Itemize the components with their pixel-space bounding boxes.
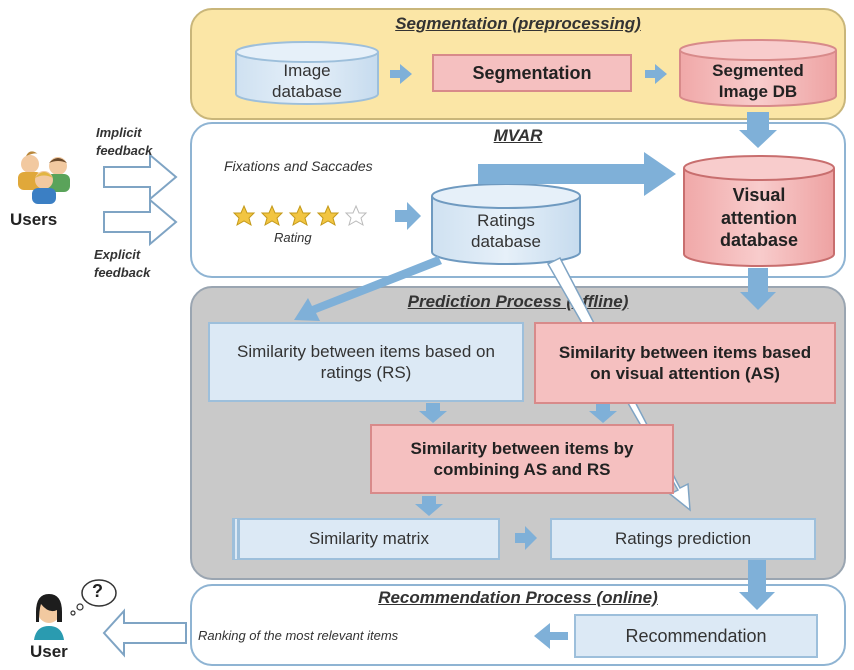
rating-stars-icon [232,204,368,227]
users-icon [18,151,70,204]
similarity-combine-box: Similarity between items by combining AS… [370,424,674,494]
similarity-matrix-box: Similarity matrix [232,518,500,560]
segmentation-box: Segmentation [432,54,632,92]
segmented-db-label: Segmented Image DB [712,60,804,101]
similarity-as-box: Similarity between items based on visual… [534,322,836,404]
arrow-segdb-to-visual [739,112,777,148]
ranking-label: Ranking of the most relevant items [198,628,399,643]
ratings-database-cylinder [431,183,581,265]
arrow-implicit-feedback [103,152,178,202]
arrow-recommendation-to-ranking [534,623,568,649]
mvar-title: MVAR [493,126,543,145]
recommendation-box: Recommendation [574,614,818,658]
image-database-cylinder [235,41,379,105]
arrow-combine-to-matrix [415,496,443,516]
visual-attention-label: Visual attention database [719,185,799,251]
rating-label: Rating [274,230,312,245]
recommendation-title: Recommendation Process (online) [378,588,658,607]
image-database-label: Image database [272,60,342,101]
arrow-prediction-to-recommendation [739,560,775,610]
explicit-feedback-label: Explicit feedback [94,247,151,280]
question-bubble-icon [70,579,117,616]
arrow-to-user [102,608,187,658]
fixations-label: Fixations and Saccades [224,158,373,174]
arrow-fixations [478,152,676,196]
arrow-rating-to-db [395,202,421,230]
arrow-image-to-seg [390,64,412,84]
arrow-ratings-to-rs [294,256,442,321]
question-mark: ? [92,581,103,601]
ratings-db-label: Ratings database [471,210,541,251]
arrow-matrix-to-prediction [515,526,537,550]
user-icon [34,594,64,640]
arrow-visual-to-as [740,268,776,310]
ratings-prediction-box: Ratings prediction [550,518,816,560]
users-label: Users [10,210,58,229]
user-label: User [30,642,68,661]
visual-attention-cylinder [683,155,835,267]
arrow-as-to-combine [589,403,617,423]
arrow-rs-to-combine [419,403,447,423]
segmentation-title: Segmentation (preprocessing) [395,14,641,33]
arrow-seg-to-segdb [645,64,667,84]
arrow-explicit-feedback [103,197,178,247]
segmented-db-cylinder [679,39,837,107]
similarity-rs-box: Similarity between items based on rating… [208,322,524,402]
implicit-feedback-label: Implicit feedback [96,125,153,158]
